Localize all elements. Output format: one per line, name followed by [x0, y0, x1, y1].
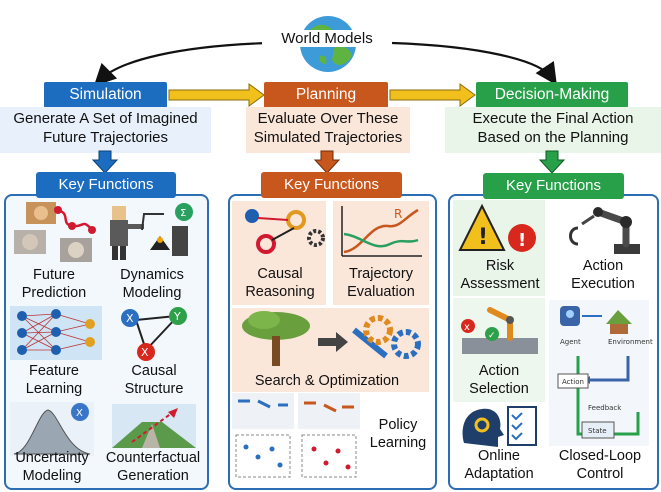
decision-making-header: Decision-Making — [476, 82, 628, 108]
svg-text:X: X — [76, 408, 83, 419]
policy-grid-icon — [232, 393, 360, 478]
counterfactual-road-icon — [112, 404, 196, 448]
down-arrow-green — [538, 150, 566, 174]
svg-text:x: x — [464, 322, 470, 333]
svg-text:!: ! — [478, 225, 488, 250]
simulation-header: Simulation — [44, 82, 167, 108]
svg-text:✓: ✓ — [488, 331, 496, 341]
svg-text:!: ! — [518, 230, 526, 251]
neural-network-icon — [10, 306, 102, 360]
warning-icon: ! ! — [458, 203, 536, 252]
svg-text:R: R — [394, 207, 402, 221]
down-arrow-orange — [313, 150, 341, 174]
planning-header: Planning — [264, 82, 388, 108]
planning-key-functions: Key Functions — [261, 172, 402, 198]
distribution-curve-icon: X — [10, 402, 94, 456]
loop-environment-label: Environment — [608, 338, 653, 346]
down-arrow-blue — [91, 150, 119, 174]
top-arrows — [93, 41, 557, 87]
svg-text:Σ: Σ — [180, 208, 186, 219]
svg-text:X: X — [126, 312, 134, 325]
cat-trajectory-icon — [14, 202, 96, 262]
loop-feedback-label: Feedback — [588, 404, 622, 412]
flow-arrow-1 — [168, 83, 265, 107]
loop-action-label: Action — [562, 378, 584, 386]
tree-gear-icon — [242, 311, 421, 366]
cell-trajectory-evaluation — [333, 201, 429, 305]
causal-gears-icon — [245, 209, 325, 254]
agent-environment-loop-icon: Agent Environment Action Feedback State — [557, 306, 653, 439]
loop-state-label: State — [588, 427, 607, 435]
svg-text:Y: Y — [173, 310, 181, 323]
robot-arm-icon — [569, 207, 640, 254]
trajectory-curves-icon: R — [341, 206, 422, 257]
robot-assembly-icon: x ✓ — [461, 307, 538, 354]
causal-graph-icon: X Y X — [121, 307, 187, 361]
loop-agent-label: Agent — [560, 338, 581, 346]
head-checklist-icon — [462, 406, 537, 447]
simulation-key-functions: Key Functions — [36, 172, 176, 198]
decision-key-functions: Key Functions — [483, 173, 624, 199]
flow-arrow-2 — [389, 83, 476, 107]
svg-text:X: X — [141, 346, 149, 359]
page-title: World Models — [262, 30, 392, 47]
robot-pendulum-icon: Σ — [110, 203, 193, 260]
item-search-optimization: Search & Optimization — [254, 373, 400, 389]
